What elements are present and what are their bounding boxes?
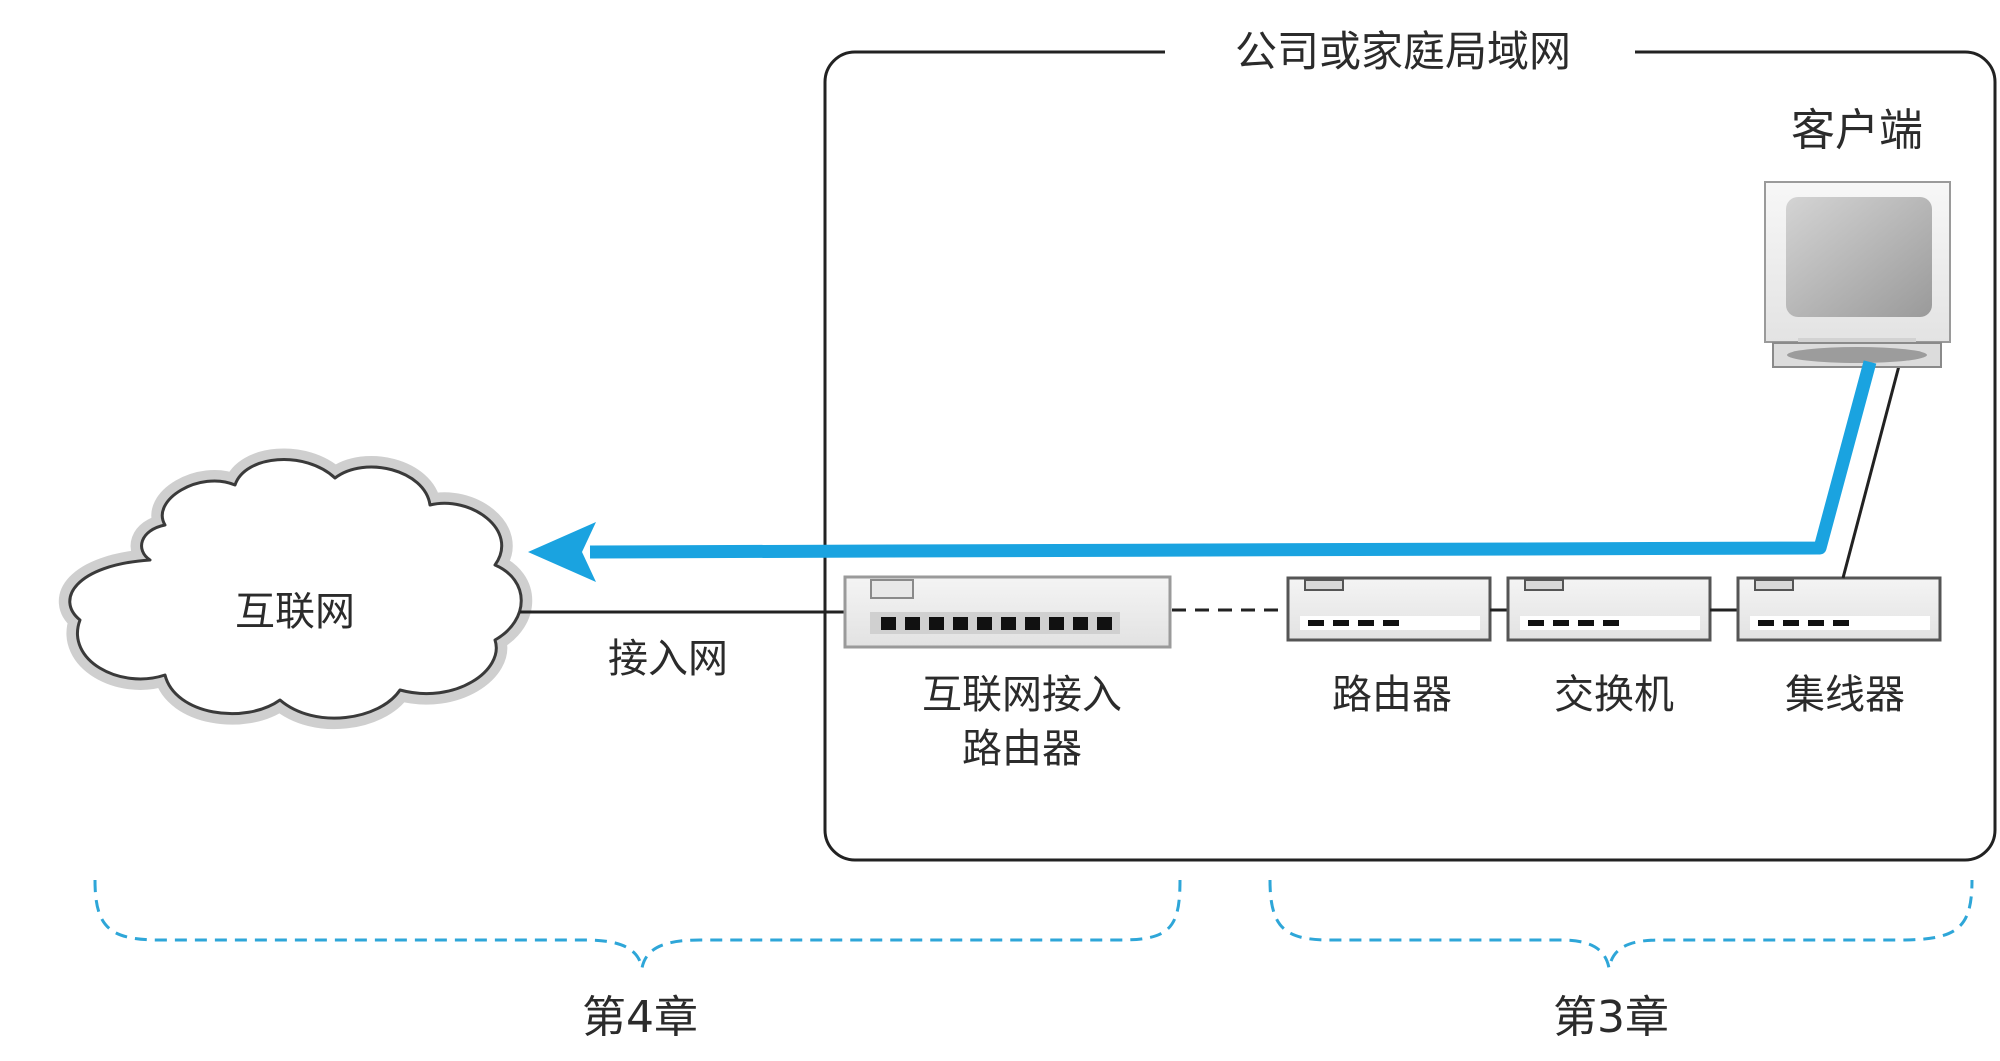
lan-title-background bbox=[1165, 28, 1635, 78]
router-device bbox=[1286, 576, 1492, 642]
data-flow-arrowhead bbox=[528, 522, 596, 582]
hub-client-cable bbox=[1841, 361, 1902, 579]
hub-device bbox=[1736, 576, 1942, 642]
access-router-label-line1: 互联网接入 bbox=[922, 672, 1122, 718]
switch-label: 交换机 bbox=[1554, 672, 1674, 718]
chapter-3-brace bbox=[1268, 879, 1974, 969]
chapter-4-label: 第4章 bbox=[582, 992, 698, 1043]
client-computer-icon bbox=[1764, 181, 1951, 368]
chapter-3-label: 第3章 bbox=[1553, 992, 1669, 1043]
lan-title: 公司或家庭局域网 bbox=[1235, 27, 1571, 76]
internet-label: 互联网 bbox=[235, 589, 355, 635]
chapter-4-brace bbox=[93, 879, 1182, 969]
internet-access-router bbox=[843, 575, 1172, 649]
client-label: 客户端 bbox=[1791, 105, 1923, 156]
hub-label: 集线器 bbox=[1785, 672, 1905, 718]
access-network-label: 接入网 bbox=[608, 636, 728, 682]
router-label: 路由器 bbox=[1332, 672, 1452, 718]
data-flow-arrow bbox=[589, 360, 1877, 559]
access-router-label-line2: 路由器 bbox=[962, 726, 1082, 772]
switch-device bbox=[1506, 576, 1712, 642]
internet-cloud bbox=[58, 448, 533, 730]
